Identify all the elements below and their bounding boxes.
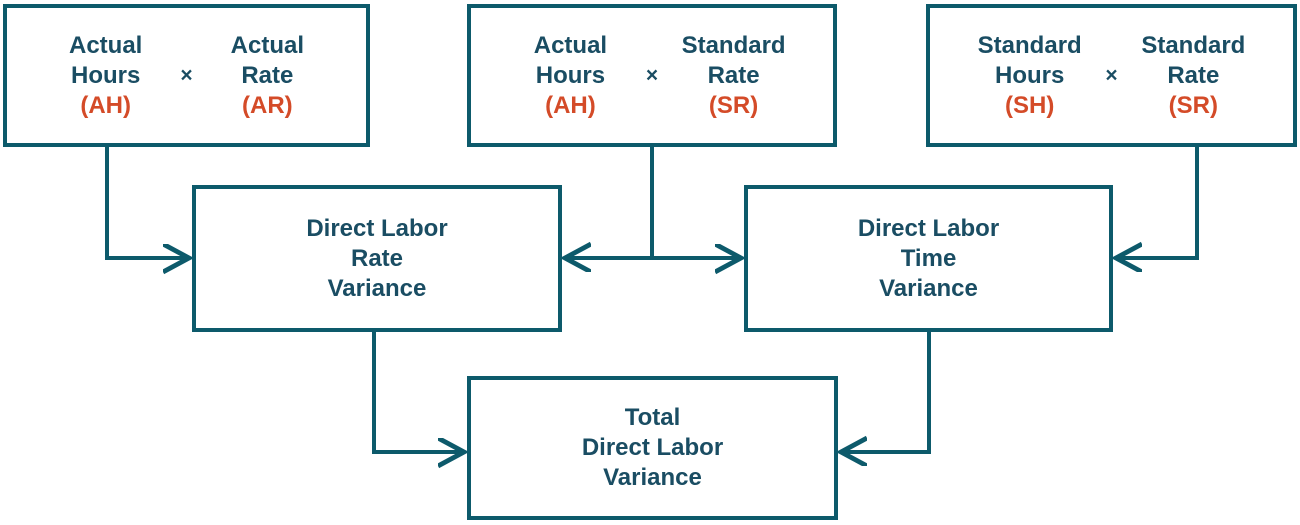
factor-label: Standard	[977, 31, 1082, 59]
multiply-sign: ×	[1105, 63, 1118, 87]
factor-label: Rate	[707, 61, 760, 89]
factor-standard-rate: Standard Rate (SR)	[1122, 31, 1265, 121]
factor-label: Rate	[1167, 61, 1220, 89]
factor-actual-rate: Actual Rate (AR)	[197, 31, 338, 121]
actual-hours-x-actual-rate-box: Actual Hours (AH) × Actual Rate (AR)	[3, 4, 370, 147]
connector-rate-variance-to-total	[372, 332, 464, 452]
factor-actual-hours: Actual Hours (AH)	[35, 31, 176, 121]
direct-labor-time-variance-box: Direct Labor Time Variance	[744, 185, 1113, 332]
factor-label: Actual	[533, 31, 608, 59]
variance-label-line: Time	[900, 244, 957, 272]
factor-abbr: (SH)	[1005, 91, 1055, 119]
factor-label: Hours	[71, 61, 141, 89]
factor-label: Actual	[69, 31, 143, 59]
variance-label-line: Variance	[327, 274, 427, 302]
factor-label: Actual	[230, 31, 304, 59]
total-label-line: Direct Labor	[581, 434, 724, 461]
standard-hours-x-standard-rate-box: Standard Hours (SH) × Standard Rate (SR)	[926, 4, 1297, 147]
total-direct-labor-variance-box: Total Direct Labor Variance	[467, 376, 838, 520]
factor-label: Standard	[681, 31, 786, 59]
connector-ah-ar-to-rate-variance	[105, 147, 189, 258]
factor-standard-hours: Standard Hours (SH)	[958, 31, 1101, 121]
total-label-line: Total	[624, 404, 681, 431]
variance-label-line: Direct Labor	[306, 214, 448, 242]
factor-abbr: (AH)	[80, 91, 132, 119]
variance-label-line: Direct Labor	[857, 214, 1000, 242]
factor-label: Hours	[535, 61, 606, 89]
variance-label-line: Variance	[879, 274, 978, 302]
direct-labor-rate-variance-box: Direct Labor Rate Variance	[192, 185, 562, 332]
actual-hours-x-standard-rate-box: Actual Hours (AH) × Standard Rate (SR)	[467, 4, 837, 147]
factor-label: Standard	[1141, 31, 1246, 59]
factor-abbr: (SR)	[708, 91, 759, 119]
variance-label: Direct Labor Rate Variance	[306, 214, 447, 304]
multiply-sign: ×	[180, 63, 193, 87]
factor-abbr: (SR)	[1168, 91, 1218, 119]
factor-label: Hours	[995, 61, 1065, 89]
factor-label: Rate	[241, 61, 294, 89]
variance-label: Direct Labor Time Variance	[858, 214, 999, 304]
total-label-line: Variance	[603, 464, 702, 491]
factor-standard-rate: Standard Rate (SR)	[662, 31, 805, 121]
factor-abbr: (AR)	[242, 91, 293, 119]
connector-time-variance-to-total	[841, 332, 931, 452]
connector-sh-sr-to-time-variance	[1116, 147, 1199, 258]
total-label: Total Direct Labor Variance	[582, 403, 723, 493]
factor-abbr: (AH)	[545, 91, 596, 119]
factor-actual-hours: Actual Hours (AH)	[499, 31, 642, 121]
variance-label-line: Rate	[350, 244, 404, 272]
multiply-sign: ×	[645, 63, 659, 87]
